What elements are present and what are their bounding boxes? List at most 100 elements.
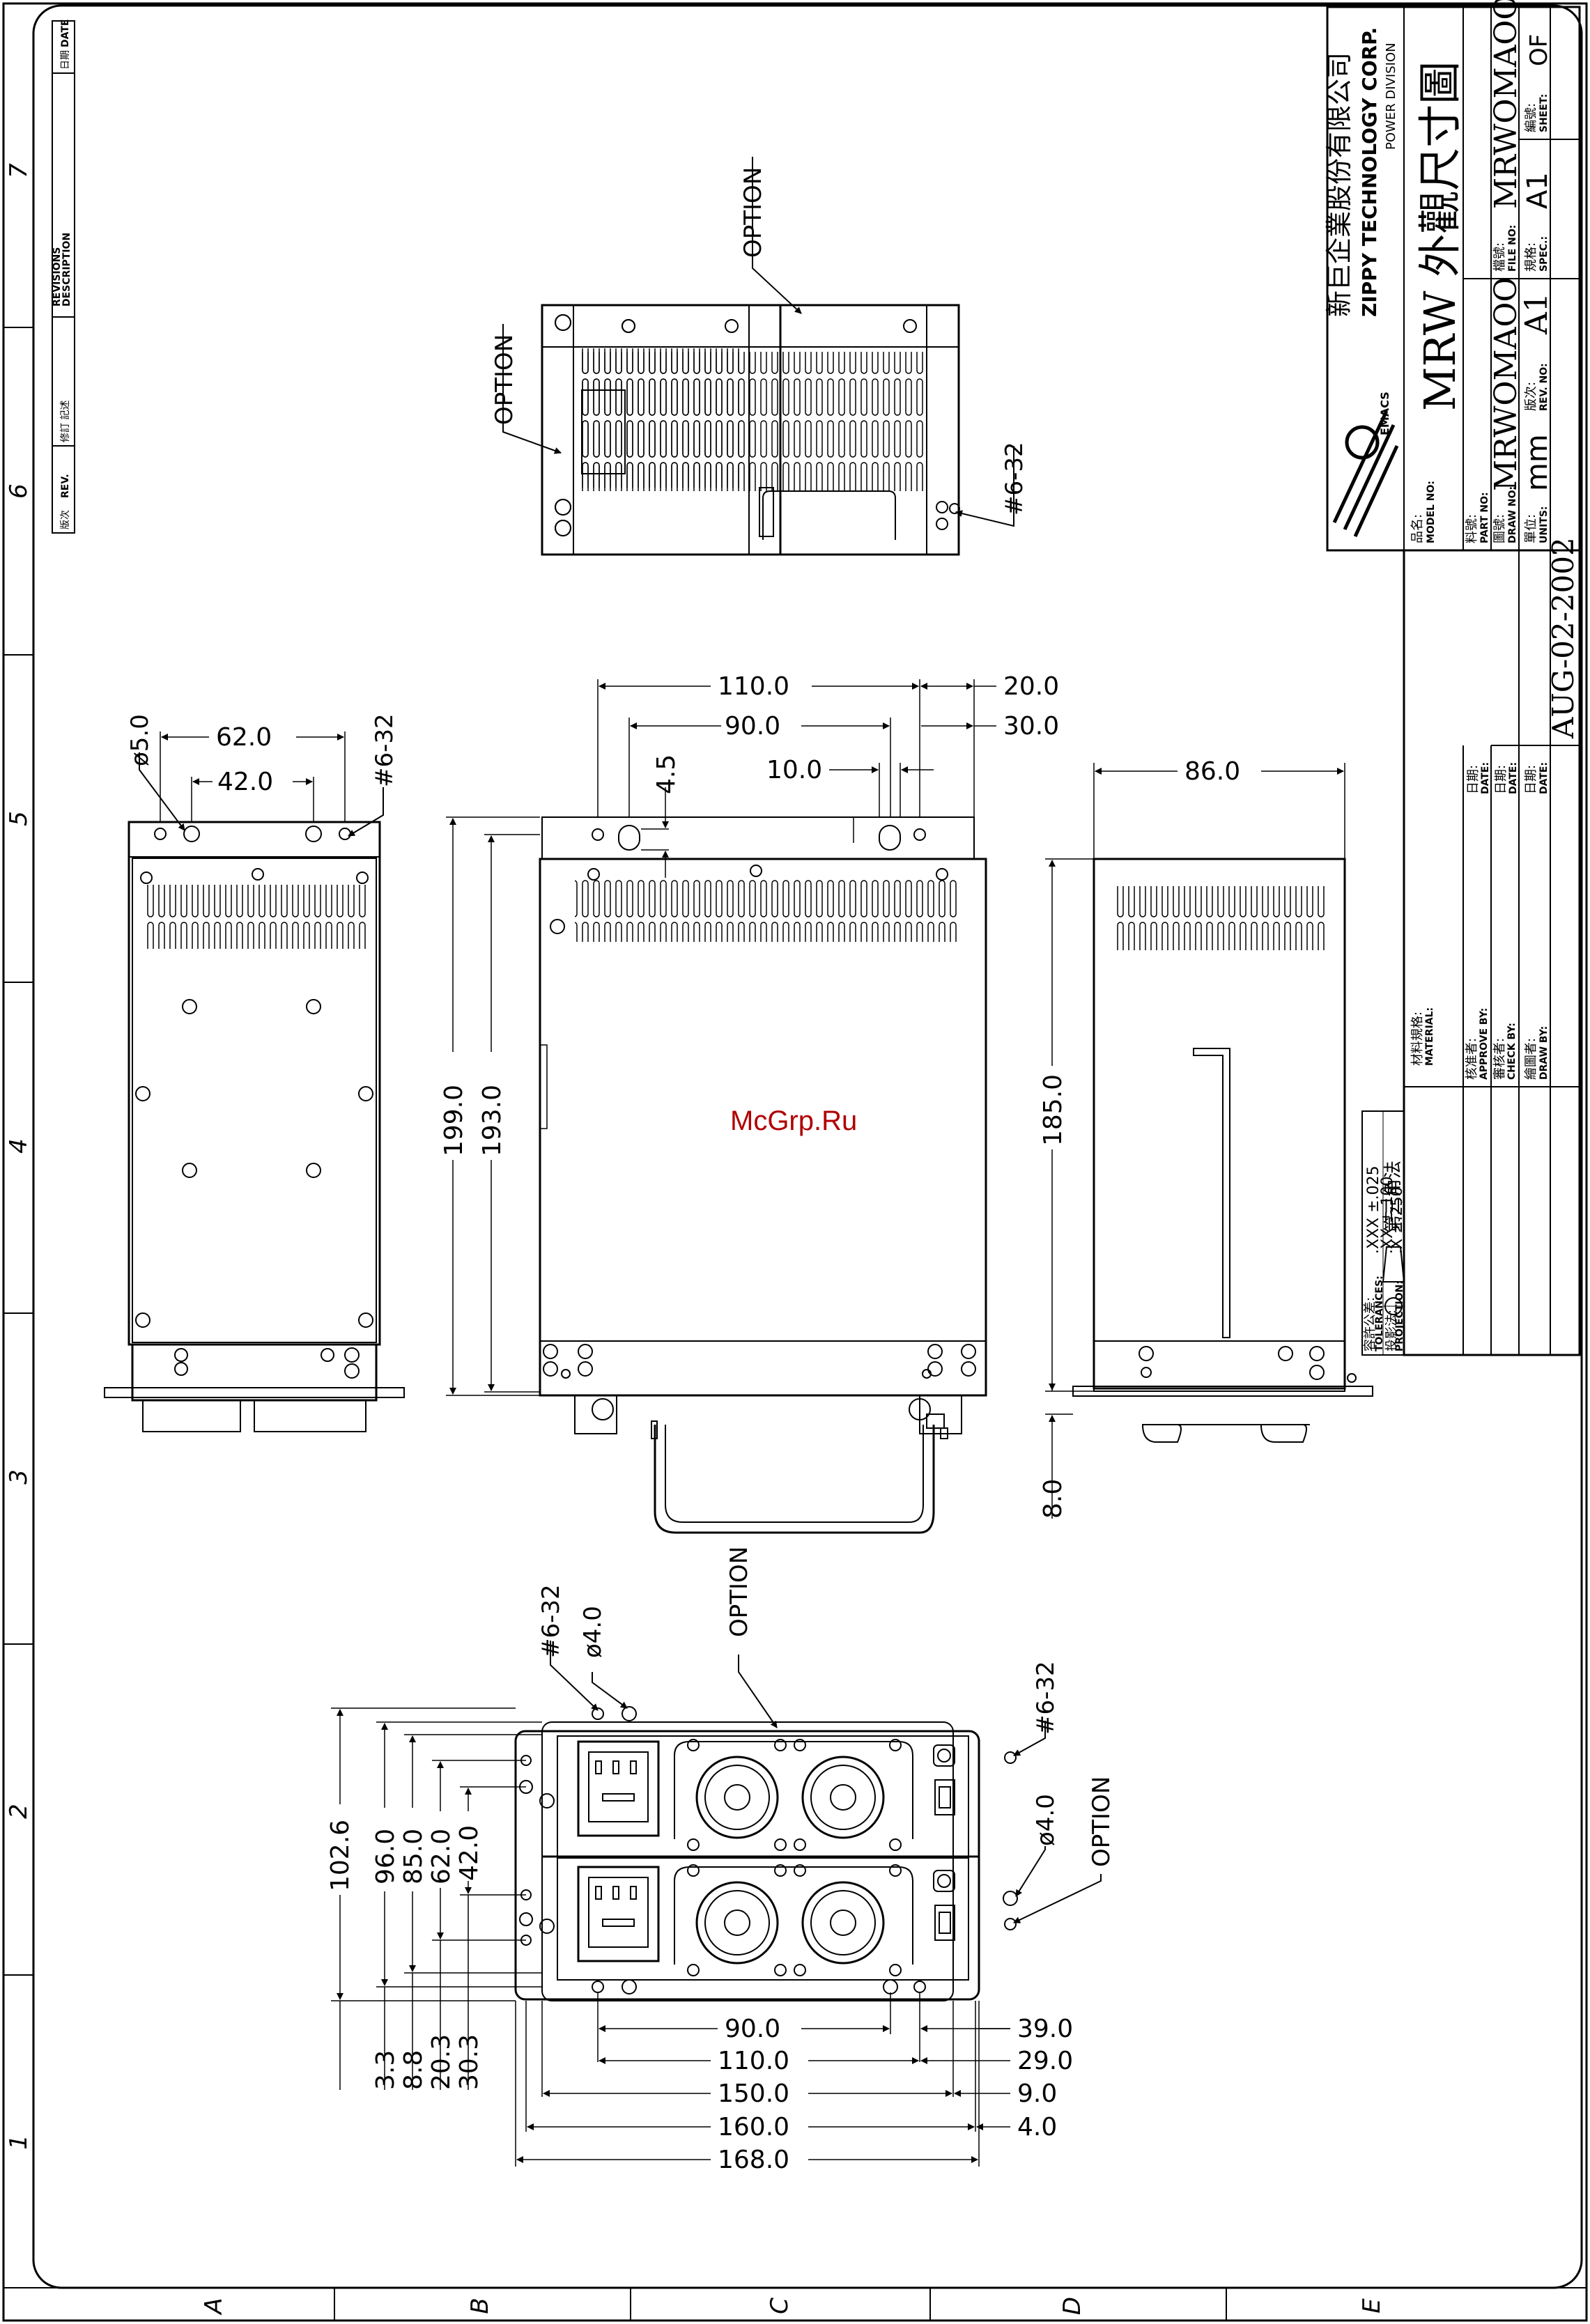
zone-A: A xyxy=(200,2298,228,2315)
view-side-right xyxy=(1072,858,1373,1443)
svg-text:EMACS: EMACS xyxy=(1378,392,1391,435)
option-label-4: OPTION xyxy=(1088,1776,1116,1867)
dim-20: 20.0 xyxy=(1003,672,1059,701)
dim-86: 86.0 xyxy=(1184,757,1240,786)
dim-42: 42.0 xyxy=(217,768,273,796)
emacs-logo: EMACS xyxy=(1332,392,1399,538)
dim-rear-hr-1: 29.0 xyxy=(1017,2047,1073,2075)
proj-label-en: PROJECTION: xyxy=(1394,1280,1405,1351)
dim-30: 30.0 xyxy=(1003,712,1059,741)
check-label-cn: 審核者: xyxy=(1492,1038,1507,1080)
dim-rear-vb-3: 30.3 xyxy=(455,2034,484,2090)
dim-rear-v-2: 85.0 xyxy=(399,1829,428,1884)
dim-rear-vb-0: 3.3 xyxy=(371,2050,400,2090)
desc-col-label: REVISIONS xyxy=(52,247,63,307)
date3-label-cn: 日期: xyxy=(1524,765,1538,794)
company-name-en: ZIPPY TECHNOLOGY CORP. xyxy=(1358,27,1381,317)
file-label-cn: 檔號: xyxy=(1492,242,1507,272)
tol-row-3: .X ±.250 xyxy=(1389,1187,1406,1254)
rev-label-cn: 版次: xyxy=(1524,382,1538,411)
option-label-1: OPTION xyxy=(739,167,767,258)
option-label-3: OPTION xyxy=(725,1547,753,1637)
file-no: MRWOMAOO xyxy=(1488,0,1524,209)
zone-5: 5 xyxy=(5,811,33,826)
screw-label-4: #6-32 xyxy=(1032,1661,1060,1735)
dim-rear-hr-3: 4.0 xyxy=(1017,2113,1057,2141)
model-label-en: MODEL NO: xyxy=(1426,481,1437,543)
sheet-label-cn: 編號: xyxy=(1524,103,1538,132)
date1-label-cn: 日期: xyxy=(1466,765,1481,794)
view-main-center xyxy=(539,816,987,1534)
company-name-cn: 新巨企業股份有限公司 xyxy=(1324,52,1354,317)
approve-label-en: APPROVE BY: xyxy=(1479,1008,1490,1080)
desc-col-cn: 修訂 記述 xyxy=(59,401,71,442)
check-label-en: CHECK BY: xyxy=(1506,1023,1518,1080)
dim-rear-v-0: 102.6 xyxy=(326,1820,355,1891)
units-value: mm xyxy=(1520,434,1554,491)
part-label-cn: 料號: xyxy=(1465,514,1479,543)
dim-rear-v-1: 96.0 xyxy=(371,1829,400,1884)
screw-label-3: #6-32 xyxy=(537,1584,565,1658)
proj-label-cn: 投影法: xyxy=(1384,1310,1399,1351)
projection-symbol xyxy=(1382,1246,1405,1315)
desc-col-en: DESCRIPTION xyxy=(61,233,72,307)
dim-199: 199.0 xyxy=(440,1085,468,1156)
tol-label-cn: 容許公差: xyxy=(1363,1297,1377,1351)
dim-rear-vb-2: 20.3 xyxy=(427,2034,456,2090)
date-col-cn: 日期 xyxy=(60,50,71,70)
date3-label-en: DATE: xyxy=(1538,762,1550,794)
rev-label-en: REV. NO: xyxy=(1538,363,1550,411)
hole4-label-2: ø4.0 xyxy=(1032,1794,1060,1846)
dim-rear-h-4: 168.0 xyxy=(718,2146,789,2174)
screw-label-2: #6-32 xyxy=(371,713,399,787)
dim-rear-h-0: 90.0 xyxy=(725,2015,780,2043)
sheet-value: OF xyxy=(1525,34,1553,66)
hole4-label-1: ø4.0 xyxy=(579,1606,607,1658)
model-label-cn: 品名: xyxy=(1410,514,1425,543)
approve-label-cn: 核准者: xyxy=(1465,1038,1479,1080)
dim-rear-hr-0: 39.0 xyxy=(1017,2015,1073,2043)
zone-C: C xyxy=(766,2298,794,2314)
tol-row-2: .XX ±.100 xyxy=(1379,1176,1396,1254)
dim-rear-h-1: 110.0 xyxy=(718,2047,789,2075)
material-label-en: MATERIAL: xyxy=(1424,1007,1435,1066)
dim-4-5: 4.5 xyxy=(652,754,681,794)
option-label-2: OPTION xyxy=(491,334,518,425)
date1-label-en: DATE: xyxy=(1480,762,1491,794)
zone-D: D xyxy=(1058,2297,1086,2315)
spec-value: A1 xyxy=(1522,172,1554,209)
dim-193: 193.0 xyxy=(478,1085,507,1156)
sheet-label-en: SHEET: xyxy=(1538,94,1550,132)
view-rear-dims: 102.6 96.0 85.0 62.0 42.0 3.3 8.8 20.3 3… xyxy=(326,1707,1073,2174)
screw-label-1: #6-32 xyxy=(1001,442,1028,516)
tol-label-en: TOLERANCES: xyxy=(1374,1276,1385,1351)
file-label-en: FILE NO: xyxy=(1507,225,1518,272)
zone-6: 6 xyxy=(5,483,33,499)
date-value: AUG-02-2002 xyxy=(1546,537,1580,739)
units-label-cn: 單位: xyxy=(1524,514,1538,543)
view-rear xyxy=(514,1706,1018,2001)
view-side-left xyxy=(104,821,405,1432)
date2-label-cn: 日期: xyxy=(1494,765,1508,794)
zone-7: 7 xyxy=(5,163,33,178)
spec-label-cn: 規格: xyxy=(1524,242,1538,272)
tol-row-1: .XXX ±.025 xyxy=(1365,1165,1382,1254)
draw-label-cn: 圖號: xyxy=(1492,514,1507,543)
title-block: 新巨企業股份有限公司 ZIPPY TECHNOLOGY CORP. POWER … xyxy=(1324,0,1581,1356)
material-label-cn: 材料規格: xyxy=(1410,1012,1425,1066)
drawby-label-cn: 繪圖者: xyxy=(1524,1038,1538,1080)
view-side-right-dims: 86.0 185.0 8.0 xyxy=(1039,757,1345,1519)
dim-110-main: 110.0 xyxy=(718,672,789,701)
spec-label-en: SPEC.: xyxy=(1538,236,1550,272)
units-label-en: UNITS: xyxy=(1538,506,1550,543)
dim-62: 62.0 xyxy=(216,723,272,752)
proj-text: 第三角法 xyxy=(1383,1161,1404,1233)
dim-8: 8.0 xyxy=(1039,1479,1067,1519)
zone-1: 1 xyxy=(5,2135,33,2150)
dim-90-main: 90.0 xyxy=(725,712,780,741)
rev-no: A1 xyxy=(1519,293,1554,335)
date2-label-en: DATE: xyxy=(1508,762,1519,794)
view-side-left-dims: 62.0 42.0 ø5.0 #6-32 xyxy=(126,713,399,837)
drawby-label-en: DRAW BY: xyxy=(1538,1026,1550,1080)
part-label-en: PART NO: xyxy=(1479,492,1490,543)
